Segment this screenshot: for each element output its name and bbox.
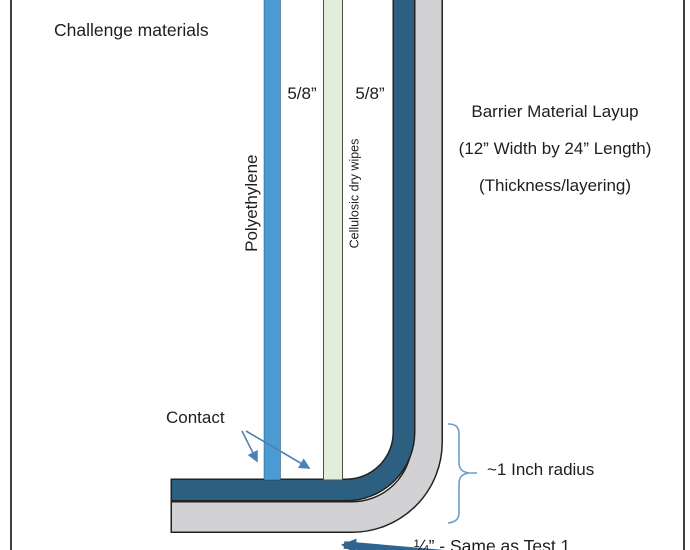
contact-arrow-left (241, 430, 258, 463)
contact-label: Contact (166, 408, 225, 427)
barrier-caption-line1: Barrier Material Layup (471, 102, 639, 121)
barrier-inner-band (172, 0, 414, 500)
radius-brace (447, 423, 477, 524)
wipes-bar (323, 0, 343, 481)
barrier-caption-line3: (Thickness/layering) (478, 176, 632, 195)
polyethylene-label: Polyethylene (241, 154, 261, 252)
bottom-direction-arrow (341, 538, 445, 550)
polyethylene-thickness-label: 5/8” (287, 84, 317, 103)
challenge-materials-label: Challenge materials (54, 20, 209, 40)
radius-label: ~1 Inch radius (487, 460, 595, 479)
contact-arrow-right (245, 430, 311, 469)
barrier-caption-line2: (12” Width by 24” Length) (458, 139, 652, 158)
frame-border-right (683, 0, 685, 550)
barrier-outer-band (172, 0, 442, 532)
bottom-note-label: ¼” - Same as Test 1 (414, 536, 571, 550)
barrier-material-caption: Barrier Material Layup (12” Width by 24”… (453, 99, 657, 210)
wipes-label: Cellulosic dry wipes (347, 138, 362, 249)
barrier-outer-outline (170, 0, 443, 533)
wipes-thickness-label: 5/8” (355, 84, 385, 103)
polyethylene-bar (263, 0, 281, 481)
frame-border-left (10, 0, 12, 550)
